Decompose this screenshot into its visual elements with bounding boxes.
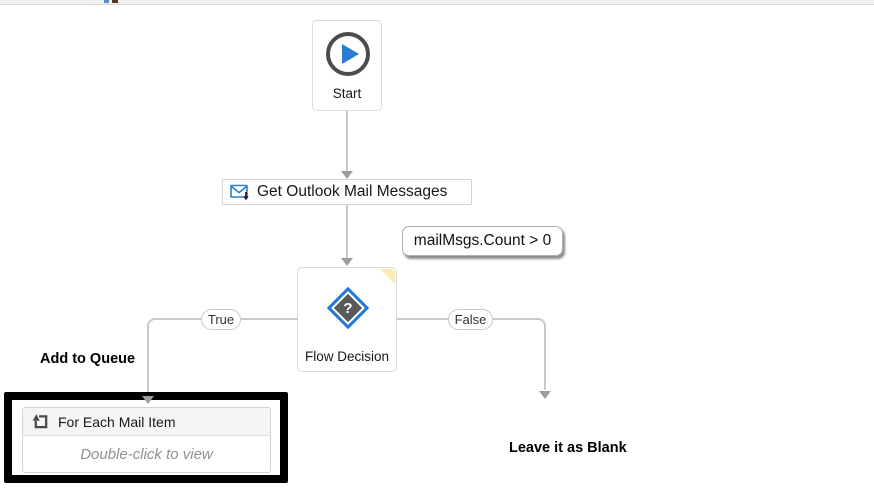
play-icon [326, 32, 370, 76]
mail-download-icon [230, 184, 249, 200]
true-branch-label: True [207, 312, 235, 327]
for-each-mail-item-node[interactable]: For Each Mail Item Double-click to view [22, 407, 271, 473]
decision-condition-text: mailMsgs.Count > 0 [413, 232, 552, 249]
arrowhead-icon [341, 258, 353, 266]
arrowhead-icon [539, 391, 551, 399]
connector-start-getmail [346, 111, 348, 172]
arrowhead-icon [341, 171, 353, 179]
annotation-corner-icon [380, 269, 395, 284]
true-branch-pill: True [201, 309, 241, 330]
connector-getmail-decision [346, 205, 348, 259]
arrowhead-icon [142, 396, 154, 404]
start-node[interactable]: Start [312, 20, 382, 111]
annotation-leave-it-as-blank: Leave it as Blank [509, 440, 627, 456]
flow-decision-label: Flow Decision [304, 349, 390, 364]
decision-condition-tooltip[interactable]: mailMsgs.Count > 0 [402, 226, 563, 256]
false-branch-pill: False [448, 309, 493, 330]
flow-decision-node[interactable]: ? Flow Decision [297, 267, 397, 372]
question-diamond-icon: ? [326, 286, 370, 330]
cropped-toolbar-strip [0, 0, 874, 5]
loop-icon [32, 414, 48, 429]
get-outlook-mail-messages-label: Get Outlook Mail Messages [257, 183, 448, 200]
false-branch-label: False [454, 312, 487, 327]
for-each-title: For Each Mail Item [58, 413, 176, 430]
cropped-toolbar-icon [112, 0, 118, 3]
annotation-add-to-queue: Add to Queue [40, 351, 136, 367]
for-each-header[interactable]: For Each Mail Item [23, 408, 270, 436]
start-node-label: Start [332, 86, 362, 101]
for-each-collapsed-body[interactable]: Double-click to view [23, 436, 270, 472]
double-click-to-view-text: Double-click to view [80, 446, 213, 463]
cropped-toolbar-icon [104, 0, 109, 3]
get-outlook-mail-messages-node[interactable]: Get Outlook Mail Messages [222, 179, 472, 205]
